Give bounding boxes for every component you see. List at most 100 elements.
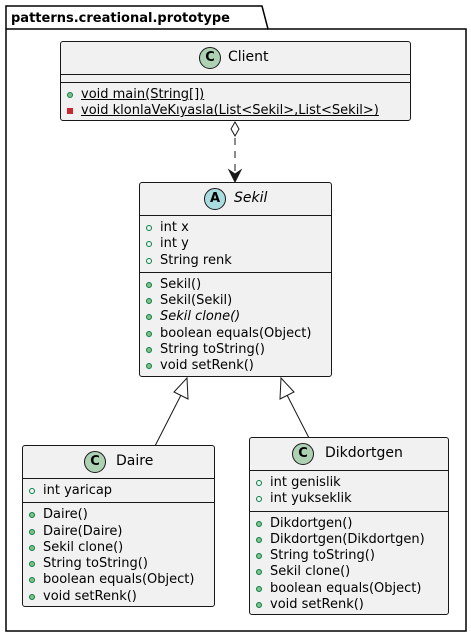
class-methods: Sekil()Sekil(Sekil)Sekil clone()boolean …	[140, 271, 331, 378]
method-signature: void klonlaVeKıyasla(List<Sekil>,List<Se…	[81, 103, 379, 119]
dikdortgen-inheritance-arrow-icon	[279, 376, 295, 400]
class-method: Sekil clone()	[29, 540, 214, 556]
public-visibility-icon	[256, 569, 262, 576]
class-name: Sekil	[234, 190, 268, 206]
package-name: patterns.creational.prototype	[11, 11, 230, 26]
public-visibility-icon	[29, 544, 35, 551]
class-client[interactable]: C Client void main(String[])void klonlaV…	[60, 41, 411, 121]
private-visibility-icon	[67, 108, 73, 115]
class-method: String toString()	[256, 548, 448, 564]
class-method: void setRenk()	[256, 597, 448, 613]
class-stereotype-icon: A	[204, 188, 226, 210]
method-signature: void setRenk()	[270, 597, 364, 613]
method-signature: String toString()	[270, 548, 375, 564]
method-signature: Sekil clone()	[160, 309, 241, 325]
class-header: C Daire	[23, 446, 214, 478]
class-name: Daire	[116, 453, 154, 469]
public-visibility-icon	[146, 363, 152, 370]
public-visibility-icon	[146, 257, 152, 264]
dikdortgen-inheritance-line	[286, 394, 310, 439]
class-method: boolean equals(Object)	[29, 572, 214, 588]
package-frame	[5, 5, 467, 632]
class-method: Sekil clone()	[146, 309, 331, 325]
public-visibility-icon	[146, 314, 152, 321]
public-visibility-icon	[256, 602, 262, 609]
class-stereotype-icon: C	[84, 451, 106, 473]
public-visibility-icon	[256, 480, 262, 486]
public-visibility-icon	[256, 536, 262, 543]
method-signature: Dikdortgen()	[270, 515, 353, 531]
class-header: A Sekil	[140, 183, 331, 215]
public-visibility-icon	[146, 330, 152, 337]
field-signature: int x	[160, 220, 189, 235]
class-field: int y	[146, 236, 331, 252]
dependency-arrowhead-icon	[227, 168, 243, 184]
public-visibility-icon	[29, 561, 35, 568]
field-signature: int y	[160, 236, 189, 252]
class-stereotype-icon: C	[292, 443, 314, 465]
method-signature: Sekil()	[160, 276, 202, 292]
class-fields	[61, 74, 410, 82]
method-signature: Daire(Daire)	[43, 523, 123, 539]
class-method: void main(String[])	[67, 87, 410, 103]
field-signature: int yaricap	[43, 483, 113, 498]
field-signature: int yukseklik	[270, 491, 352, 507]
method-signature: Sekil(Sekil)	[160, 293, 233, 309]
class-method: boolean equals(Object)	[256, 581, 448, 597]
method-signature: void setRenk()	[160, 358, 254, 374]
public-visibility-icon	[256, 585, 262, 592]
daire-inheritance-arrow-icon	[173, 376, 189, 400]
method-signature: String toString()	[160, 342, 265, 358]
class-field: String renk	[146, 253, 331, 269]
public-visibility-icon	[146, 281, 152, 288]
class-method: Sekil clone()	[256, 564, 448, 580]
public-visibility-icon	[146, 347, 152, 354]
class-stereotype-icon: C	[199, 47, 221, 69]
class-method: Dikdortgen(Dikdortgen)	[256, 532, 448, 548]
method-signature: String toString()	[43, 556, 148, 572]
class-daire[interactable]: C Daire int yaricap Daire()Daire(Daire)S…	[22, 445, 215, 607]
public-visibility-icon	[29, 528, 35, 535]
public-visibility-icon	[67, 92, 73, 98]
daire-inheritance-line	[154, 394, 182, 447]
class-method: Sekil(Sekil)	[146, 293, 331, 309]
public-visibility-icon	[256, 520, 262, 527]
class-method: void setRenk()	[146, 358, 331, 374]
class-methods: Dikdortgen()Dikdortgen(Dikdortgen)String…	[250, 510, 448, 617]
method-signature: Sekil clone()	[270, 564, 351, 580]
class-fields: int yaricap	[23, 478, 214, 502]
class-methods: Daire()Daire(Daire)Sekil clone()String t…	[23, 502, 214, 608]
class-header: C Client	[61, 42, 410, 74]
class-method: String toString()	[29, 556, 214, 572]
class-field: int yukseklik	[256, 491, 448, 507]
public-visibility-icon	[29, 488, 35, 494]
class-method: Sekil()	[146, 277, 331, 293]
method-signature: boolean equals(Object)	[160, 325, 312, 341]
method-signature: boolean equals(Object)	[270, 580, 422, 596]
class-methods: void main(String[])void klonlaVeKıyasla(…	[61, 82, 410, 123]
method-signature: void main(String[])	[81, 87, 205, 102]
field-signature: int genislik	[270, 475, 341, 490]
class-method: String toString()	[146, 342, 331, 358]
class-field: int yaricap	[29, 483, 214, 499]
method-signature: void setRenk()	[43, 588, 137, 604]
class-name: Dikdortgen	[325, 445, 403, 461]
class-method: Daire(Daire)	[29, 524, 214, 540]
field-signature: String renk	[160, 252, 232, 268]
class-method: boolean equals(Object)	[146, 326, 331, 342]
class-method: void setRenk()	[29, 589, 214, 605]
method-signature: Daire()	[43, 507, 88, 523]
class-method: Dikdortgen()	[256, 516, 448, 532]
public-visibility-icon	[146, 225, 152, 231]
public-visibility-icon	[29, 512, 35, 519]
class-field: int x	[146, 220, 331, 236]
public-visibility-icon	[256, 496, 262, 503]
class-header: C Dikdortgen	[250, 438, 448, 470]
class-field: int genislik	[256, 475, 448, 491]
method-signature: Sekil clone()	[43, 539, 124, 555]
